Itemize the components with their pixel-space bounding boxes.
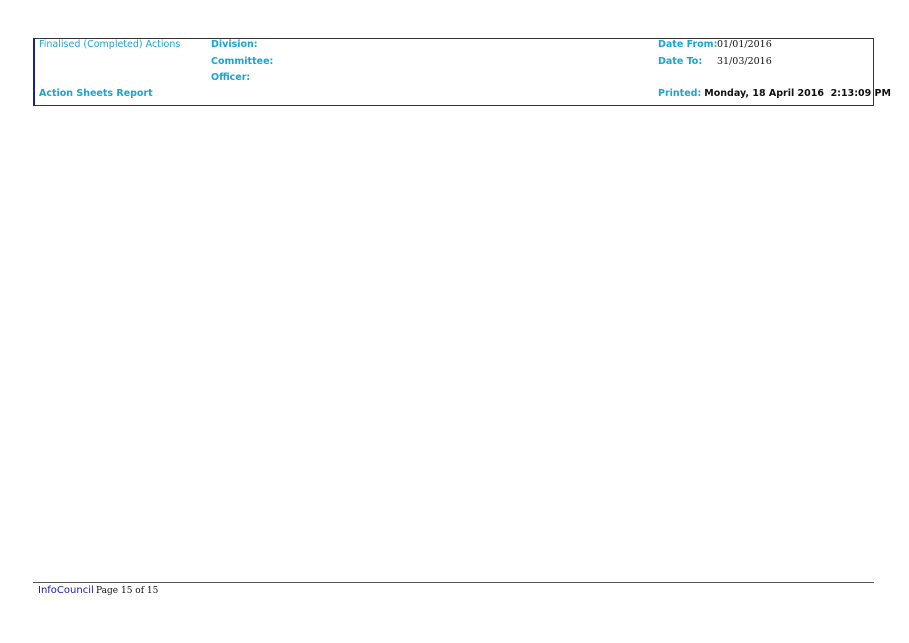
report-header: Finalised (Completed) Actions Action She…: [33, 38, 891, 106]
printed-label: Printed:: [658, 88, 702, 99]
footer-page-number: Page 15 of 15: [96, 586, 159, 596]
footer-brand: InfoCouncil: [38, 585, 94, 596]
date-to-label: Date To:: [658, 56, 703, 67]
date-from-label: Date From:: [658, 39, 718, 50]
division-label: Division:: [211, 39, 258, 50]
footer-divider: [33, 582, 874, 583]
report-title: Action Sheets Report: [39, 88, 153, 99]
printed-line: Printed: Monday, 18 April 2016 2:13:09 P…: [658, 88, 891, 100]
committee-label: Committee:: [211, 56, 274, 67]
date-from-value: 01/01/2016: [717, 39, 772, 50]
report-status: Finalised (Completed) Actions: [39, 39, 181, 50]
date-to-value: 31/03/2016: [717, 56, 772, 67]
officer-label: Officer:: [211, 72, 251, 83]
printed-value: Monday, 18 April 2016 2:13:09 PM: [704, 88, 891, 99]
